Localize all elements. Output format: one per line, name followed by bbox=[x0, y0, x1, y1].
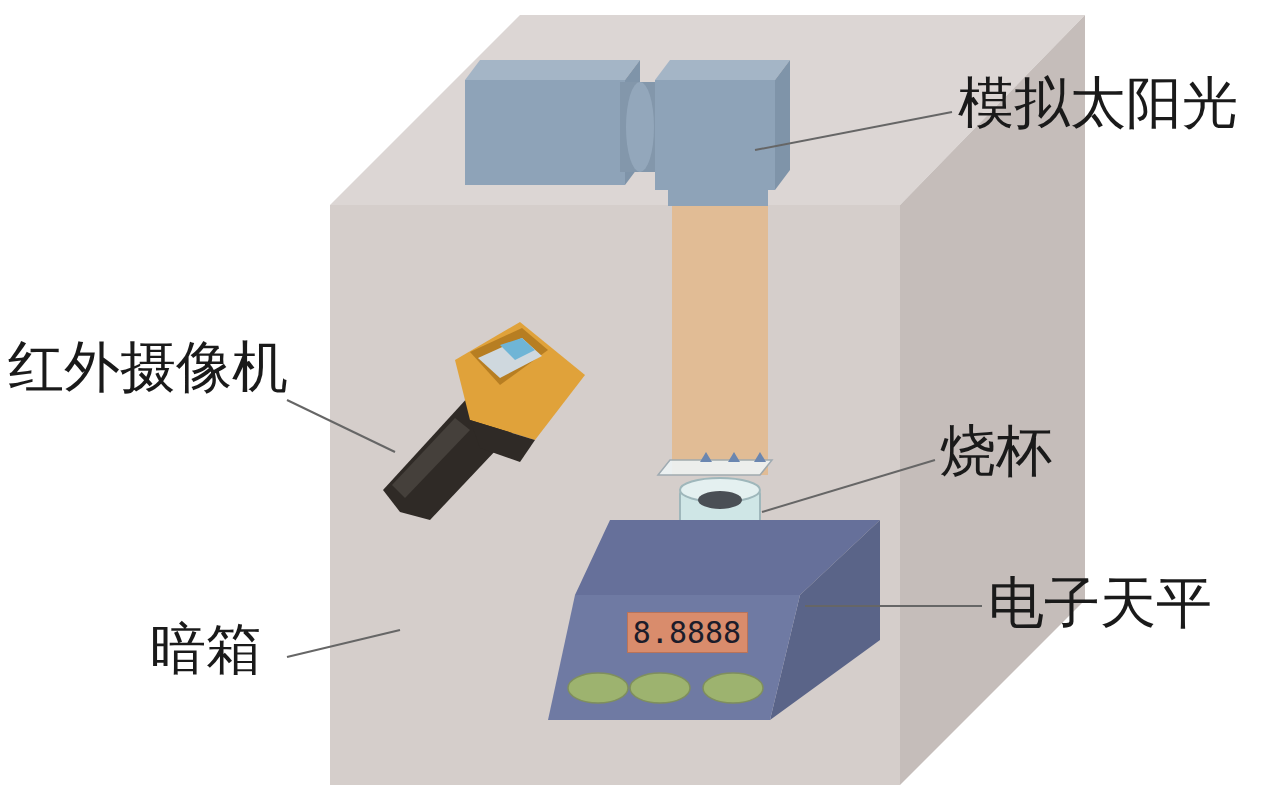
device-label: 红外摄像机 bbox=[8, 336, 288, 398]
box-front bbox=[330, 205, 900, 785]
display-panel: 8.8888 bbox=[627, 612, 748, 653]
display-reading: 8.8888 bbox=[633, 615, 741, 650]
solar-simulator bbox=[465, 60, 790, 206]
leader-lines bbox=[287, 112, 982, 657]
light-beam bbox=[672, 200, 768, 475]
device-label: 暗箱 bbox=[150, 618, 262, 680]
device-label: 烧杯 bbox=[940, 420, 1052, 482]
infrared-camera bbox=[383, 322, 585, 520]
device-label: 电子天平 bbox=[988, 572, 1212, 634]
electronic-balance bbox=[548, 520, 880, 720]
device-label: 模拟太阳光 bbox=[958, 72, 1238, 134]
